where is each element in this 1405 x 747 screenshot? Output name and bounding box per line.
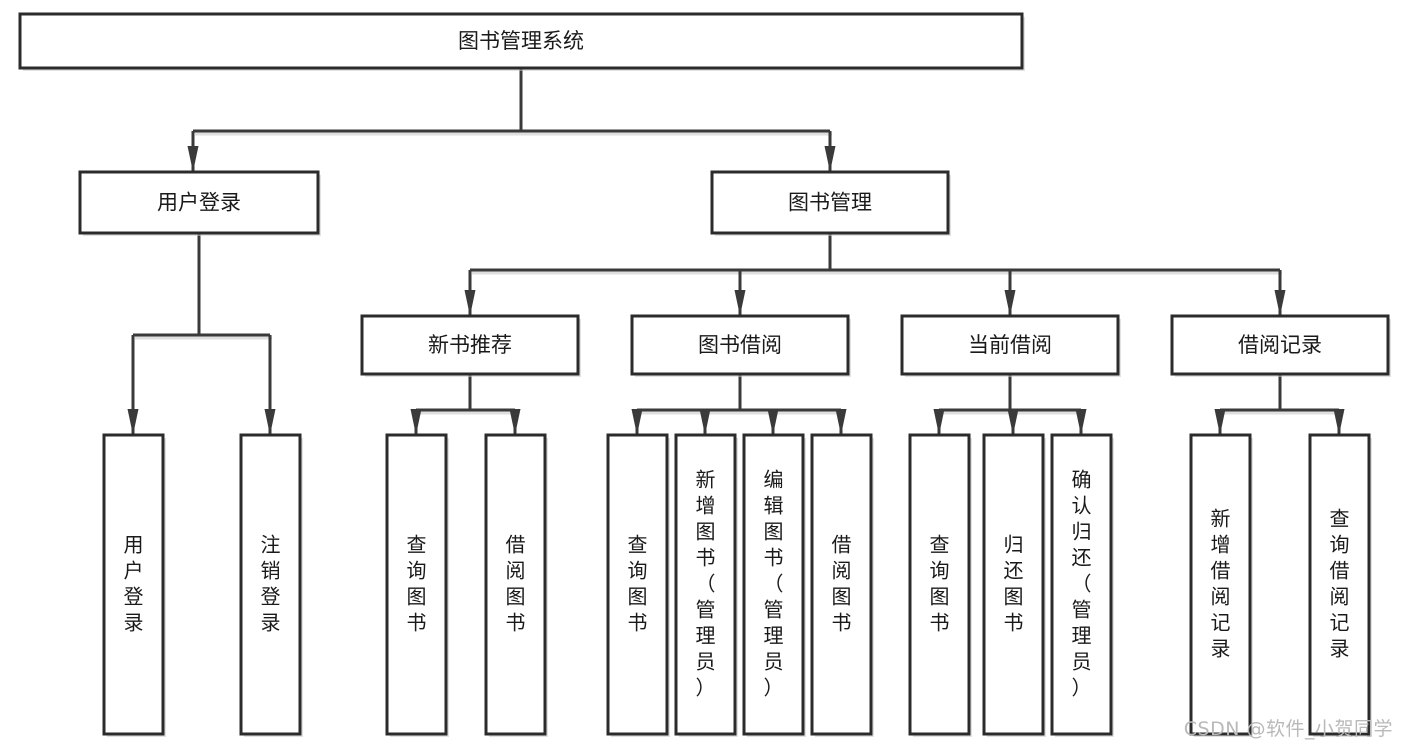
node-label: 新增图书（管理员） [696, 468, 716, 700]
node-leaf-borrow-book-1[interactable]: 借阅图书 [484, 433, 548, 737]
connector-bus-new-book [410, 374, 521, 435]
box-outline[interactable] [78, 170, 320, 235]
node-label: 用户登录 [124, 533, 144, 635]
box-outline[interactable] [710, 170, 950, 235]
box-outline[interactable] [1308, 433, 1371, 736]
box-outline[interactable] [810, 433, 873, 736]
arrow-head-icon [264, 409, 276, 435]
node-leaf-confirm-return[interactable]: 确认归还（管理员） [1050, 433, 1114, 737]
box-outline[interactable] [982, 433, 1045, 736]
node-leaf-add-record[interactable]: 新增借阅记录 [1189, 433, 1253, 737]
node-leaf-query-book-1[interactable]: 查询图书 [385, 433, 449, 737]
box-outline[interactable] [484, 433, 547, 736]
connector-bus-book-borrow [631, 374, 847, 435]
box-outline[interactable] [102, 433, 165, 736]
box-outline[interactable] [360, 314, 580, 376]
node-label: 编辑图书（管理员） [764, 468, 784, 700]
arrow-head-icon [734, 290, 746, 316]
node-label: 确认归还（管理员） [1072, 468, 1092, 700]
connector-layer [127, 68, 1345, 435]
node-label: 当前借阅 [968, 333, 1052, 357]
node-label: 归还图书 [1004, 533, 1024, 635]
node-label: 图书借阅 [698, 333, 782, 357]
node-label: 新书推荐 [428, 333, 512, 357]
box-outline[interactable] [908, 433, 971, 736]
node-leaf-logout-login[interactable]: 注销登录 [239, 433, 303, 737]
node-leaf-borrow-book-2[interactable]: 借阅图书 [810, 433, 874, 737]
node-label: 注销登录 [261, 533, 281, 635]
node-root-root[interactable]: 图书管理系统 [18, 12, 1025, 71]
arrow-head-icon [1075, 409, 1087, 435]
node-label: 查询图书 [930, 533, 950, 635]
connector-bus-borrow-record [1214, 374, 1345, 435]
arrow-head-icon [699, 409, 711, 435]
arrow-head-icon [835, 409, 847, 435]
box-outline[interactable] [385, 433, 448, 736]
node-label: 图书管理系统 [458, 29, 584, 53]
node-label: 查询借阅记录 [1330, 507, 1350, 661]
node-leaf-add-book[interactable]: 新增图书（管理员） [674, 433, 738, 737]
box-outline[interactable] [1050, 433, 1113, 736]
box-outline[interactable] [674, 433, 737, 736]
node-leaf-edit-book[interactable]: 编辑图书（管理员） [742, 433, 806, 737]
arrow-head-icon [824, 146, 836, 172]
box-outline[interactable] [18, 12, 1024, 70]
arrow-head-icon [1007, 409, 1019, 435]
node-label: 用户登录 [157, 191, 241, 215]
connector-bus-root [187, 68, 836, 172]
node-current-borrow[interactable]: 当前借阅 [900, 314, 1121, 377]
arrow-head-icon [1214, 409, 1226, 435]
arrow-head-icon [1333, 409, 1345, 435]
arrow-head-icon [1274, 290, 1286, 316]
box-outline[interactable] [1189, 433, 1252, 736]
connector-bus-current-borrow [933, 374, 1087, 435]
node-borrow-record[interactable]: 借阅记录 [1170, 314, 1391, 377]
node-leaf-query-book-2[interactable]: 查询图书 [606, 433, 670, 737]
box-outline[interactable] [1170, 314, 1390, 376]
node-label: 借阅图书 [832, 533, 852, 635]
box-outline[interactable] [239, 433, 302, 736]
node-label: 新增借阅记录 [1211, 507, 1231, 661]
box-outline[interactable] [900, 314, 1120, 376]
node-book-borrow[interactable]: 图书借阅 [630, 314, 851, 377]
node-label: 借阅图书 [506, 533, 526, 635]
arrow-head-icon [509, 409, 521, 435]
node-label: 借阅记录 [1238, 333, 1322, 357]
arrow-head-icon [933, 409, 945, 435]
node-label: 查询图书 [407, 533, 427, 635]
box-outline[interactable] [742, 433, 805, 736]
arrow-head-icon [767, 409, 779, 435]
arrow-head-icon [631, 409, 643, 435]
arrow-head-icon [410, 409, 422, 435]
arrow-head-icon [464, 290, 476, 316]
node-user-login[interactable]: 用户登录 [78, 170, 321, 236]
node-leaf-user-login[interactable]: 用户登录 [102, 433, 166, 737]
node-leaf-return-book[interactable]: 归还图书 [982, 433, 1046, 737]
arrow-head-icon [1004, 290, 1016, 316]
connector-bus-user-login [127, 233, 276, 435]
node-label: 查询图书 [628, 533, 648, 635]
arrow-head-icon [187, 146, 199, 172]
watermark-text: CSDN @软件_小贺同学 [1183, 718, 1393, 740]
node-leaf-query-record[interactable]: 查询借阅记录 [1308, 433, 1372, 737]
arrow-head-icon [127, 409, 139, 435]
connector-bus-book-manage [464, 233, 1286, 316]
node-leaf-query-book-3[interactable]: 查询图书 [908, 433, 972, 737]
box-outline[interactable] [630, 314, 850, 376]
node-new-book-recommend[interactable]: 新书推荐 [360, 314, 581, 377]
node-layer: 图书管理系统用户登录图书管理新书推荐图书借阅当前借阅借阅记录用户登录注销登录查询… [18, 12, 1391, 737]
node-label: 图书管理 [788, 191, 872, 215]
node-book-manage[interactable]: 图书管理 [710, 170, 951, 236]
box-outline[interactable] [606, 433, 669, 736]
